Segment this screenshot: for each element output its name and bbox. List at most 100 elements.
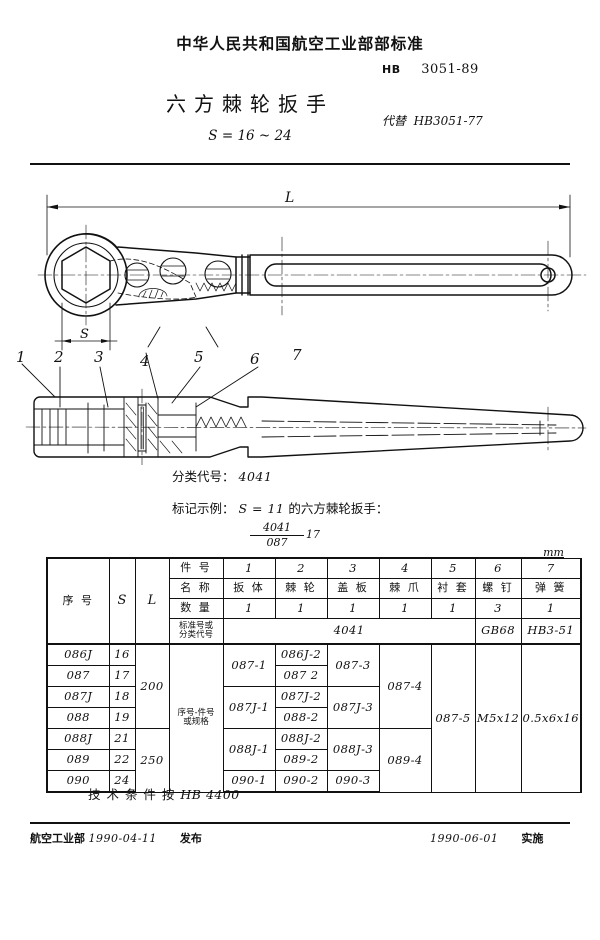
part-no-5: 5 — [430, 558, 476, 579]
part-name-6: 螺 钉 — [474, 578, 522, 599]
qty-5: 1 — [430, 598, 476, 619]
serial-1: 087 — [46, 665, 110, 687]
part-name-4: 棘 爪 — [378, 578, 432, 599]
footer-divider — [30, 822, 570, 824]
callout-6: 6 — [250, 350, 260, 368]
marking-example-label: 标记示例： — [172, 501, 235, 516]
part-name-5: 衬 套 — [430, 578, 476, 599]
part4-code-1: 089-4 — [378, 728, 432, 793]
part3-code-2: 088J-3 — [326, 728, 380, 771]
callout-2: 2 — [53, 348, 64, 366]
classification-code-note: 分类代号： 4041 — [172, 466, 272, 485]
part-name-1: 扳 体 — [222, 578, 276, 599]
row-header-qty: 数 量 — [168, 598, 224, 619]
table-row-quantity: 数 量 1 1 1 1 1 3 1 — [47, 598, 582, 619]
table-row-part-name: 名 称 扳 体 棘 轮 盖 板 棘 爪 衬 套 螺 钉 弹 簧 — [47, 578, 582, 599]
part3-code-0: 087-3 — [326, 643, 380, 687]
technical-drawing-area: L S 1 2 3 4 5 6 7 — [0, 175, 600, 465]
col-header-l: L — [134, 558, 170, 645]
part2-code-3: 088-2 — [274, 707, 328, 729]
pawl-hidden-outline — [109, 258, 197, 300]
part2-code-6: 090-2 — [274, 770, 328, 793]
footer-effective-block: 1990-06-01 实施 — [430, 830, 543, 846]
marking-example-prefix: S = 11 — [238, 501, 285, 516]
marking-example-body: 的六方棘轮扳手： — [288, 501, 389, 516]
part1-code-1: 087J-1 — [222, 686, 276, 729]
row-header-part-no: 件 号 — [168, 558, 224, 579]
part-name-7: 弹 簧 — [520, 578, 582, 599]
callout-7: 7 — [292, 346, 302, 364]
dimension-L — [46, 194, 571, 258]
part1-code-2: 088J-1 — [222, 728, 276, 771]
spring-detail-top-view — [195, 282, 237, 292]
callout-4: 4 — [139, 352, 150, 370]
qty-1: 1 — [222, 598, 276, 619]
part-name-2: 棘 轮 — [274, 578, 328, 599]
l-value-200: 200 — [134, 643, 170, 729]
table-row: 086J 16 200 序号-件号 或规格 087-1 086J-2 087-3… — [46, 643, 582, 793]
callout-3: 3 — [94, 348, 104, 366]
part2-code-4: 088J-2 — [274, 728, 328, 750]
specification-table: 序 号 S L 件 号 1 2 3 4 5 6 7 名 称 扳 体 棘 轮 — [46, 558, 582, 793]
col-header-serial: 序 号 — [46, 558, 110, 645]
row-header-std-code-line1: 标准号或 — [178, 620, 213, 631]
footer-issue-date: 1990-04-11 — [88, 832, 157, 845]
table-unit-label: mm — [543, 546, 564, 559]
tech-condition-note: 技 术 条 件 按 HB 4400 — [88, 784, 240, 803]
table-row-part-no: 序 号 S L 件 号 1 2 3 4 5 6 7 — [46, 558, 582, 645]
table-row: 088 19 088-2 — [46, 707, 581, 729]
footer-effective-word: 实施 — [521, 832, 544, 845]
replaces-label: 代替 — [382, 114, 407, 128]
table-row: 088J 21 250 088J-1 088J-2 088J-3 089-4 — [46, 728, 581, 793]
part-name-3: 盖 板 — [326, 578, 380, 599]
footer-effective-date: 1990-06-01 — [430, 832, 499, 845]
table-row: 090 24 090-1 090-2 090-3 — [46, 770, 581, 793]
part2-code-1: 087 2 — [274, 665, 328, 687]
standard-label: HB — [382, 63, 401, 76]
marking-fraction-numerator: 4041 — [250, 521, 304, 536]
issuer-title: 中华人民共和国航空工业部部标准 — [176, 35, 424, 53]
classification-code-value: 4041 — [238, 469, 273, 484]
dimension-label-L: L — [284, 190, 294, 206]
dimension-label-S: S — [80, 327, 89, 342]
s-value-4: 21 — [108, 728, 136, 750]
serial-5: 089 — [46, 749, 110, 771]
part6-code: M5x12 — [474, 643, 522, 793]
callout-1: 1 — [16, 348, 26, 366]
classification-code-label: 分类代号： — [172, 469, 235, 484]
part5-code: 087-5 — [430, 643, 476, 793]
s-value-0: 16 — [108, 643, 136, 666]
qty-3: 1 — [326, 598, 380, 619]
serial-4: 088J — [46, 728, 110, 750]
callout-leaders — [21, 326, 259, 408]
l-value-250: 250 — [134, 728, 170, 793]
s-value-1: 17 — [108, 665, 136, 687]
marking-fraction-suffix: 17 — [306, 528, 320, 541]
specification-table-wrapper: 序 号 S L 件 号 1 2 3 4 5 6 7 名 称 扳 体 棘 轮 — [46, 558, 582, 793]
tech-condition-value: HB 4400 — [180, 787, 240, 802]
std-code-main: 4041 — [222, 618, 476, 645]
section-center-line — [25, 388, 587, 465]
part-no-2: 2 — [274, 558, 328, 579]
part1-code-3: 090-1 — [222, 770, 276, 793]
qty-2: 1 — [274, 598, 328, 619]
serial-3: 088 — [46, 707, 110, 729]
header-divider — [30, 163, 570, 165]
callout-5: 5 — [194, 348, 204, 366]
row-header-std-code-line2: 分类代号 — [178, 630, 213, 640]
s-value-6: 24 — [108, 770, 136, 793]
spec-format-cell: 序号-件号 或规格 — [168, 643, 224, 793]
row-header-name: 名 称 — [168, 578, 224, 599]
tech-condition-label: 技 术 条 件 按 — [88, 787, 176, 802]
footer-issue-word: 发布 — [179, 832, 202, 845]
col-header-s: S — [108, 558, 136, 645]
standard-number-block: HB 3051-89 — [382, 62, 479, 77]
page-subtitle-spec: S = 16 ~ 24 — [208, 128, 292, 144]
part3-code-1: 087J-3 — [326, 686, 380, 729]
replaces-block: 代替 HB3051-77 — [382, 112, 483, 129]
dimension-S — [54, 302, 118, 351]
part-no-7: 7 — [520, 558, 582, 579]
footer-issuer: 航空工业部 — [30, 832, 85, 845]
part2-code-5: 089-2 — [274, 749, 328, 771]
